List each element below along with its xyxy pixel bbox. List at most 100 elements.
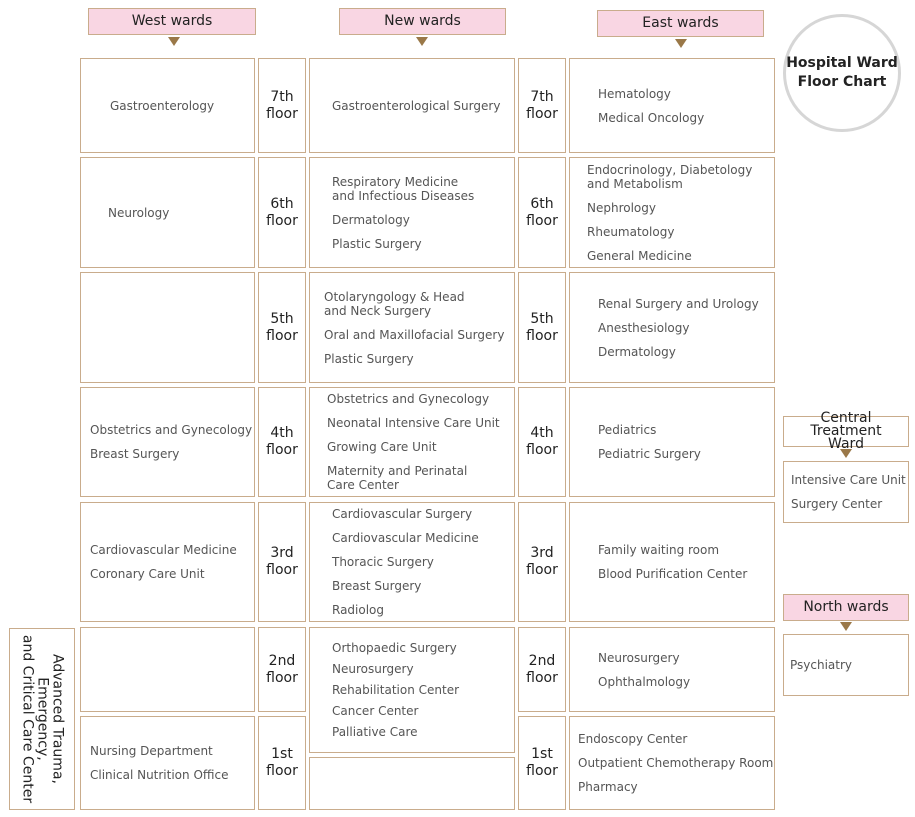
north-ward-box: Psychiatry — [783, 634, 909, 696]
east-f7: Hematology Medical Oncology — [569, 58, 775, 153]
dept-label: Nephrology — [587, 200, 656, 215]
west-f2 — [80, 627, 255, 712]
dept-label: Intensive Care Unit — [791, 473, 906, 487]
west-f4: Obstetrics and Gynecology Breast Surgery — [80, 387, 255, 497]
new-f5: Otolaryngology & Head and Neck Surgery O… — [309, 272, 515, 383]
central-ward-arrow — [840, 449, 852, 458]
floor-label-left-f7: 7th floor — [258, 58, 306, 153]
new-f1 — [309, 757, 515, 810]
dept-label: Otolaryngology & Head and Neck Surgery — [324, 289, 465, 318]
dept-label: Breast Surgery — [332, 579, 422, 593]
dept-label: Cardiovascular Medicine — [332, 531, 479, 545]
dept-label: Neurology — [108, 205, 170, 220]
central-ward-header: Central Treatment Ward — [783, 411, 909, 451]
dept-label: Dermatology — [332, 212, 410, 227]
north-wards-arrow — [840, 622, 852, 631]
west-f7: Gastroenterology — [80, 58, 255, 153]
new-f4: Obstetrics and Gynecology Neonatal Inten… — [309, 387, 515, 497]
new-f6: Respiratory Medicine and Infectious Dise… — [309, 157, 515, 268]
dept-label: General Medicine — [587, 248, 692, 263]
dept-label: Pediatrics — [598, 423, 657, 437]
dept-label: Anesthesiology — [598, 320, 690, 335]
west-f3: Cardiovascular Medicine Coronary Care Un… — [80, 502, 255, 622]
dept-label: Gastroenterology — [110, 98, 215, 113]
dept-label: Family waiting room — [598, 543, 720, 557]
dept-label: Growing Care Unit — [327, 440, 437, 454]
west-wards-arrow — [168, 37, 180, 46]
dept-label: Nursing Department — [90, 744, 213, 758]
dept-label: Endocrinology, Diabetology and Metabolis… — [587, 162, 753, 191]
dept-label: Orthopaedic Surgery — [332, 641, 457, 655]
dept-label: Thoracic Surgery — [332, 555, 434, 569]
dept-label: Pediatric Surgery — [598, 447, 701, 461]
trauma-center-box: Advanced Trauma, Emergency, and Critical… — [9, 628, 75, 810]
dept-label: Cancer Center — [332, 704, 419, 718]
dept-label: Psychiatry — [790, 658, 853, 672]
floor-label-right-f7: 7th floor — [518, 58, 566, 153]
central-ward-box: Intensive Care Unit Surgery Center — [783, 461, 909, 523]
east-f2: Neurosurgery Ophthalmology — [569, 627, 775, 712]
new-wards-header: New wards — [339, 8, 506, 35]
floor-label-left-f2: 2nd floor — [258, 627, 306, 712]
east-f1: Endoscopy Center Outpatient Chemotherapy… — [569, 716, 775, 810]
dept-label: Radiolog — [332, 603, 385, 617]
west-f6: Neurology — [80, 157, 255, 268]
west-f5 — [80, 272, 255, 383]
dept-label: Rheumatology — [587, 224, 675, 239]
floor-label-right-f3: 3rd floor — [518, 502, 566, 622]
dept-label: Ophthalmology — [598, 674, 691, 689]
floor-label-right-f5: 5th floor — [518, 272, 566, 383]
trauma-center-label: Advanced Trauma, Emergency, and Critical… — [19, 634, 66, 804]
west-wards-header: West wards — [88, 8, 256, 35]
north-wards-header: North wards — [783, 594, 909, 621]
east-f6: Endocrinology, Diabetology and Metabolis… — [569, 157, 775, 268]
dept-label: Plastic Surgery — [324, 351, 414, 366]
dept-label: Hematology — [598, 86, 671, 101]
east-f3: Family waiting room Blood Purification C… — [569, 502, 775, 622]
new-wards-arrow — [416, 37, 428, 46]
dept-label: Outpatient Chemotherapy Room — [578, 756, 774, 770]
dept-label: Cardiovascular Surgery — [332, 507, 473, 521]
dept-label: Renal Surgery and Urology — [598, 296, 759, 311]
floor-label-right-f4: 4th floor — [518, 387, 566, 497]
dept-label: Endoscopy Center — [578, 732, 688, 746]
floor-label-right-f2: 2nd floor — [518, 627, 566, 712]
east-f5: Renal Surgery and Urology Anesthesiology… — [569, 272, 775, 383]
dept-label: Respiratory Medicine and Infectious Dise… — [332, 174, 475, 203]
dept-label: Rehabilitation Center — [332, 683, 460, 697]
dept-label: Obstetrics and Gynecology — [90, 423, 253, 437]
dept-label: Surgery Center — [791, 497, 883, 511]
chart-title: Hospital Ward Floor Chart — [783, 14, 901, 132]
east-f4: Pediatrics Pediatric Surgery — [569, 387, 775, 497]
floor-label-left-f4: 4th floor — [258, 387, 306, 497]
dept-label: Neurosurgery — [598, 650, 680, 665]
dept-label: Maternity and Perinatal Care Center — [327, 464, 468, 492]
west-f1: Nursing Department Clinical Nutrition Of… — [80, 716, 255, 810]
dept-label: Dermatology — [598, 344, 676, 359]
dept-label: Medical Oncology — [598, 110, 705, 125]
dept-label: Coronary Care Unit — [90, 567, 205, 581]
dept-label: Breast Surgery — [90, 447, 180, 461]
dept-label: Blood Purification Center — [598, 567, 748, 581]
dept-label: Clinical Nutrition Office — [90, 768, 229, 782]
floor-label-right-f1: 1st floor — [518, 716, 566, 810]
dept-label: Gastroenterological Surgery — [332, 98, 501, 113]
floor-label-right-f6: 6th floor — [518, 157, 566, 268]
new-f3: Cardiovascular Surgery Cardiovascular Me… — [309, 502, 515, 622]
floor-label-left-f1: 1st floor — [258, 716, 306, 810]
dept-label: Obstetrics and Gynecology — [327, 392, 490, 406]
dept-label: Pharmacy — [578, 780, 638, 794]
dept-label: Cardiovascular Medicine — [90, 543, 237, 557]
new-f2: Orthopaedic Surgery Neurosurgery Rehabil… — [309, 627, 515, 753]
dept-label: Neonatal Intensive Care Unit — [327, 416, 500, 430]
floor-label-left-f6: 6th floor — [258, 157, 306, 268]
new-f7: Gastroenterological Surgery — [309, 58, 515, 153]
east-wards-header: East wards — [597, 10, 764, 37]
dept-label: Neurosurgery — [332, 662, 414, 676]
east-wards-arrow — [675, 39, 687, 48]
dept-label: Plastic Surgery — [332, 236, 422, 251]
floor-label-left-f5: 5th floor — [258, 272, 306, 383]
dept-label: Palliative Care — [332, 725, 418, 739]
dept-label: Oral and Maxillofacial Surgery — [324, 327, 505, 342]
floor-label-left-f3: 3rd floor — [258, 502, 306, 622]
